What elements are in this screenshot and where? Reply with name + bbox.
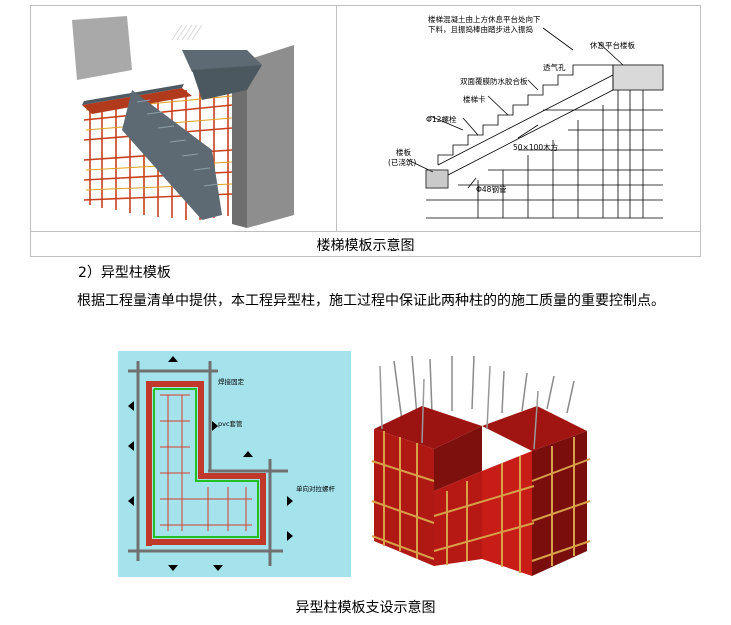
column-plan-drawing: 焊接固定 pvc套管 单向对拉螺杆 xyxy=(118,351,351,577)
stair-figure-caption: 楼梯模板示意图 xyxy=(316,238,415,254)
stair-3d-render xyxy=(72,16,294,228)
label-floor-slab-1: 楼板 xyxy=(396,147,411,157)
label-top-note-2: 下料，且振捣棒由踏步进入振捣 xyxy=(428,24,533,34)
column-figure-caption: 异型柱模板支设示意图 xyxy=(295,600,436,616)
table-divider-horizontal xyxy=(30,231,701,232)
body-paragraph: 根据工程量清单中提供，本工程异型柱，施工过程中保证此两种柱的的施工质量的重要控制… xyxy=(77,293,665,309)
stair-section-drawing: 楼梯混凝土由上方休息平台处向下 下料，且振捣棒由踏步进入振捣 休息平台楼板 透气… xyxy=(388,14,664,219)
label-step-form: 楼梯卡 xyxy=(463,94,486,104)
label-steel-pipe: Φ48钢管 xyxy=(476,184,507,194)
label-plywood: 双面覆膜防水胶合板 xyxy=(460,76,528,86)
section-heading: 2）异型柱模板 xyxy=(78,265,171,281)
figure-table xyxy=(30,5,701,257)
column-3d-render xyxy=(371,355,591,576)
label-vent-hole: 透气孔 xyxy=(543,62,566,72)
label-pvc-pipe: pvc套管 xyxy=(218,419,243,428)
label-top-note-1: 楼梯混凝土由上方休息平台处向下 xyxy=(428,14,541,24)
label-landing: 休息平台楼板 xyxy=(590,40,635,50)
label-floor-slab-2: (已浇筑) xyxy=(388,157,416,167)
label-welded-fixing: 焊接固定 xyxy=(218,377,245,386)
label-tie-bolt: 单向对拉螺杆 xyxy=(296,484,336,493)
table-divider-vertical xyxy=(336,5,337,231)
label-timber: 50×100木方 xyxy=(513,142,559,152)
label-bolt: Φ12螺栓 xyxy=(426,114,457,124)
